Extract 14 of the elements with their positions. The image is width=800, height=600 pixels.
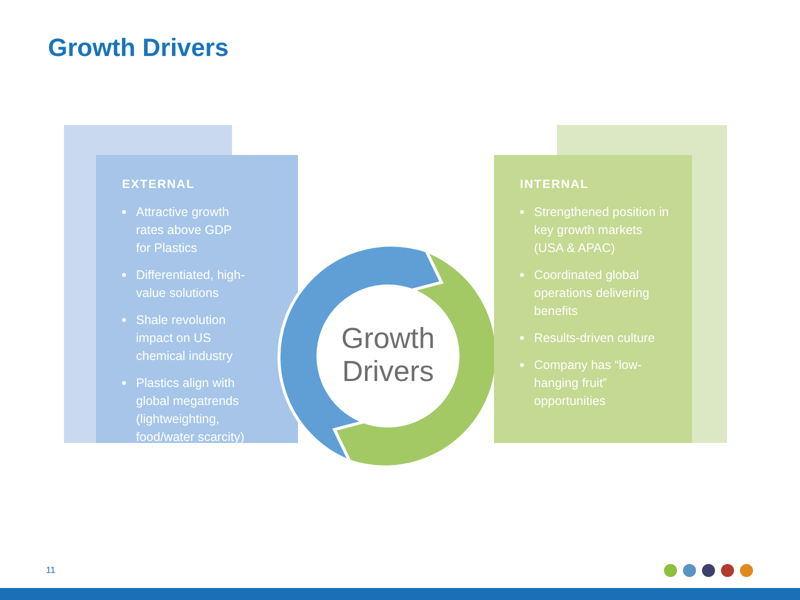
bullet-item: Differentiated, high-value solutions [136, 268, 245, 300]
bullet-item: Strengthened position in key growth markets (USA & APAC) [534, 205, 669, 255]
bullet-item: Shale revolution impact on US chemical industry [136, 313, 233, 363]
slide-title: Growth Drivers [48, 34, 229, 63]
text-panel [494, 155, 692, 443]
bullet-item: Attractive growth rates above GDP for Plastics [136, 205, 232, 255]
panel-heading: INTERNAL [520, 177, 590, 191]
panel-heading: EXTERNAL [122, 177, 196, 191]
text-panel [96, 155, 298, 443]
bullet-item: Company has “low-hanging fruit” opportunities [534, 358, 642, 408]
bullet-item: Results-driven culture [534, 331, 655, 345]
page-number: 11 [46, 565, 56, 575]
bullet-item: Plastics align with global megatrends (lightweighting, food/water scarcity) [136, 376, 244, 444]
bullet-item: Coordinated global operations delivering benefits [534, 268, 650, 318]
